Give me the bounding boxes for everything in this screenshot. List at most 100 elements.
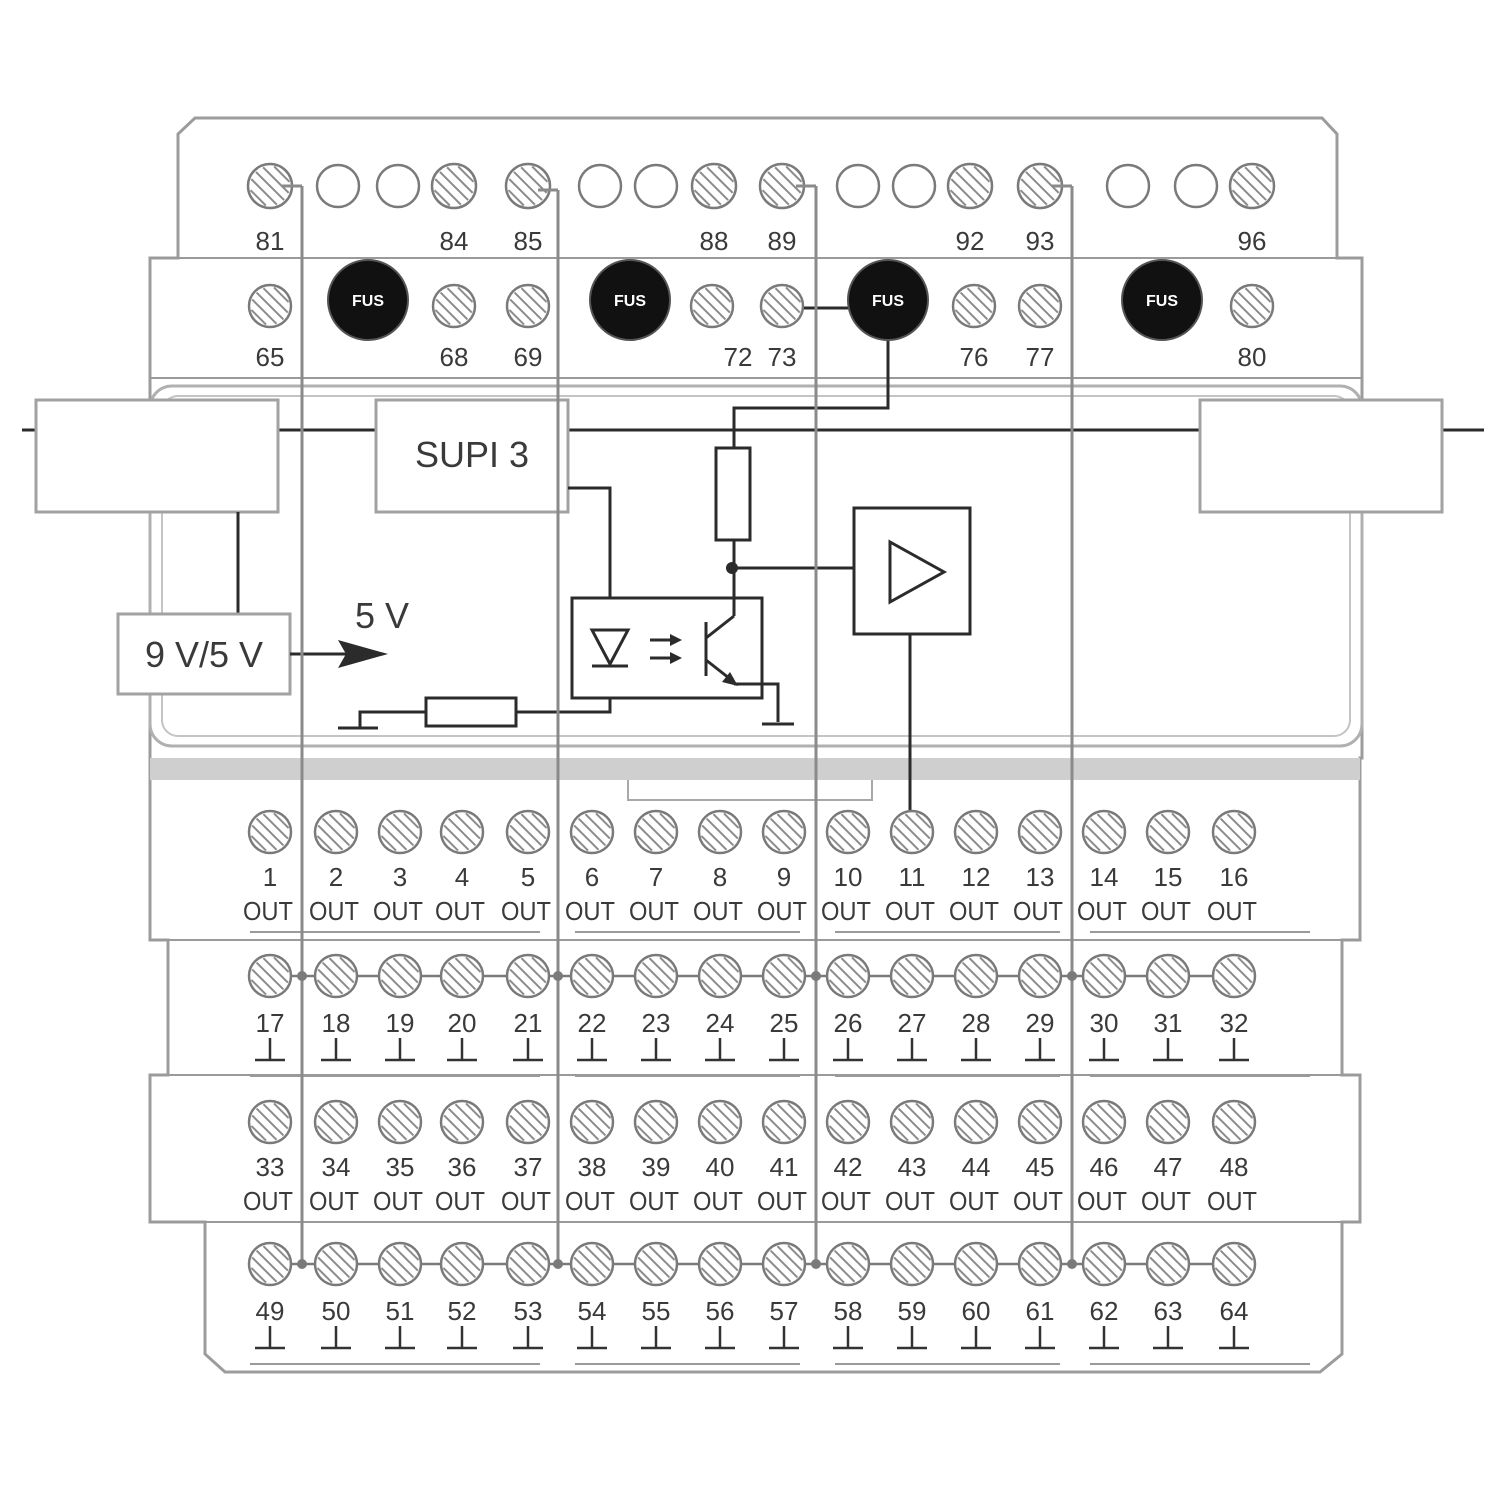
screw-terminal[interactable] [247,1241,293,1287]
out-label: OUT [949,1186,999,1216]
screw-terminal[interactable] [758,162,806,210]
screw-terminal[interactable] [889,1099,935,1145]
out-label: OUT [885,896,935,926]
screw-terminal[interactable] [569,953,615,999]
screw-terminal[interactable] [759,283,805,329]
screw-terminal[interactable] [1017,283,1063,329]
screw-terminal[interactable] [439,953,485,999]
screw-terminal[interactable] [761,1099,807,1145]
screw-terminal[interactable] [1145,1099,1191,1145]
screw-terminal[interactable] [761,953,807,999]
screw-terminal[interactable] [697,809,743,855]
screw-terminal[interactable] [1211,1241,1257,1287]
screw-terminal[interactable] [1017,809,1063,855]
screw-terminal[interactable] [505,809,551,855]
ground-symbol-icon [961,1326,991,1350]
ground-symbol-icon [705,1038,735,1062]
screw-terminal[interactable] [1081,1099,1127,1145]
screw-terminal[interactable] [377,1099,423,1145]
screw-terminal[interactable] [504,162,552,210]
screw-terminal[interactable] [697,953,743,999]
screw-terminal[interactable] [953,1099,999,1145]
screw-terminal[interactable] [430,162,478,210]
screw-terminal[interactable] [825,1241,871,1287]
screw-terminal[interactable] [761,1241,807,1287]
screw-terminal[interactable] [697,1099,743,1145]
screw-terminal[interactable] [953,953,999,999]
screw-terminal[interactable] [439,809,485,855]
fuse-icon: FUS [847,259,929,341]
screw-terminal[interactable] [377,1241,423,1287]
screw-terminal[interactable] [313,1241,359,1287]
terminal-number: 34 [322,1152,351,1182]
screw-terminal[interactable] [247,1099,293,1145]
screw-terminal[interactable] [633,1099,679,1145]
screw-terminal[interactable] [1211,1099,1257,1145]
screw-terminal[interactable] [439,1241,485,1287]
screw-terminal[interactable] [569,1241,615,1287]
screw-terminal[interactable] [1081,953,1127,999]
terminal-number: 44 [962,1152,991,1182]
screw-terminal[interactable] [569,1099,615,1145]
terminal-number: 47 [1154,1152,1183,1182]
screw-terminal[interactable] [247,953,293,999]
screw-terminal[interactable] [889,953,935,999]
screw-terminal[interactable] [1081,809,1127,855]
out-label: OUT [1077,896,1127,926]
screw-terminal[interactable] [761,809,807,855]
screw-terminal[interactable] [1017,1241,1063,1287]
screw-terminal[interactable] [689,283,735,329]
screw-terminal[interactable] [505,1241,551,1287]
terminal-number: 41 [770,1152,799,1182]
screw-terminal[interactable] [690,162,738,210]
terminal-number: 52 [448,1296,477,1326]
screw-terminal[interactable] [1145,809,1191,855]
screw-terminal[interactable] [1017,953,1063,999]
terminal-number: 35 [386,1152,415,1182]
screw-terminal[interactable] [953,1241,999,1287]
screw-terminal[interactable] [1211,953,1257,999]
screw-terminal[interactable] [1229,283,1275,329]
terminal-number: 55 [642,1296,671,1326]
screw-terminal[interactable] [569,809,615,855]
screw-terminal[interactable] [1016,162,1064,210]
screw-terminal[interactable] [825,953,871,999]
screw-terminal[interactable] [953,809,999,855]
screw-terminal[interactable] [247,809,293,855]
out-label: OUT [821,1186,871,1216]
screw-terminal[interactable] [889,809,935,855]
screw-terminal[interactable] [697,1241,743,1287]
screw-terminal[interactable] [505,1099,551,1145]
terminal-number: 8 [713,862,727,892]
screw-terminal[interactable] [313,953,359,999]
screw-terminal[interactable] [1017,1099,1063,1145]
terminal-number-top: 72 [724,342,753,372]
screw-terminal[interactable] [825,1099,871,1145]
screw-terminal[interactable] [505,283,551,329]
screw-terminal[interactable] [1228,162,1276,210]
terminal-number: 14 [1090,862,1119,892]
screw-terminal[interactable] [313,809,359,855]
screw-terminal[interactable] [825,809,871,855]
screw-terminal[interactable] [889,1241,935,1287]
screw-terminal[interactable] [247,283,293,329]
terminal-number: 30 [1090,1008,1119,1038]
screw-terminal[interactable] [946,162,994,210]
screw-terminal[interactable] [1145,953,1191,999]
screw-terminal[interactable] [633,809,679,855]
ground-symbol-icon [447,1038,477,1062]
screw-terminal[interactable] [633,953,679,999]
screw-terminal[interactable] [439,1099,485,1145]
screw-terminal[interactable] [505,953,551,999]
screw-terminal[interactable] [951,283,997,329]
screw-terminal[interactable] [377,953,423,999]
screw-terminal[interactable] [431,283,477,329]
screw-terminal[interactable] [633,1241,679,1287]
terminal-number-top: 65 [256,342,285,372]
screw-terminal[interactable] [313,1099,359,1145]
screw-terminal[interactable] [377,809,423,855]
emitter-wire [734,682,780,722]
screw-terminal[interactable] [1081,1241,1127,1287]
screw-terminal[interactable] [1145,1241,1191,1287]
screw-terminal[interactable] [1211,809,1257,855]
